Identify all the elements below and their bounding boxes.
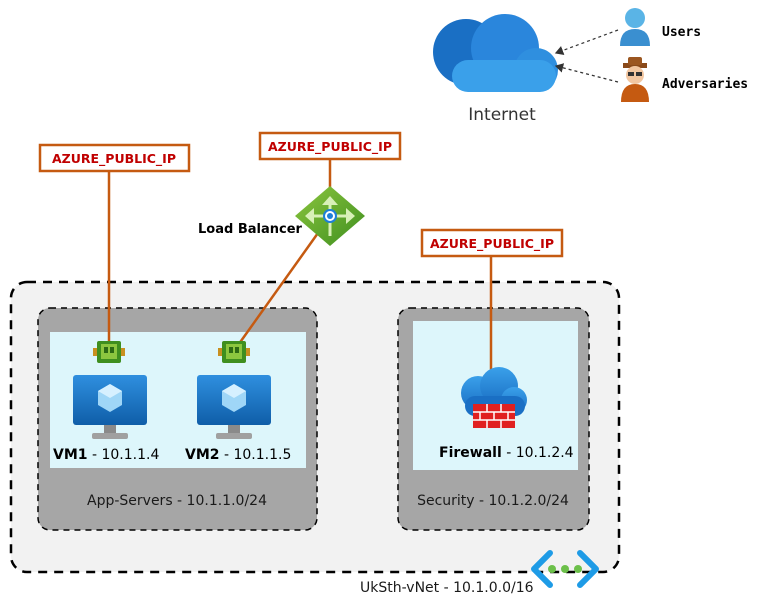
users-arrow bbox=[554, 29, 619, 55]
vm1-ip: - 10.1.1.4 bbox=[88, 447, 160, 463]
load-balancer-icon bbox=[295, 186, 365, 246]
lb-public-ip-text: AZURE_PUBLIC_IP bbox=[268, 139, 392, 155]
load-balancer-label: Load Balancer bbox=[198, 222, 303, 237]
vm1-public-ip-box bbox=[38, 143, 191, 173]
lb-to-vm2-link bbox=[234, 232, 320, 349]
adversaries-label: Adversaries bbox=[662, 77, 748, 92]
firewall-label: Firewall - 10.1.2.4 bbox=[439, 445, 574, 461]
internet-label: Internet bbox=[468, 105, 536, 125]
nic-icon bbox=[218, 341, 250, 363]
vm2-label: VM2 - 10.1.1.5 bbox=[185, 447, 291, 463]
lb-public-ip-box bbox=[258, 131, 402, 161]
firewall-public-ip-text: AZURE_PUBLIC_IP bbox=[430, 236, 554, 252]
firewall-name: Firewall bbox=[439, 445, 502, 461]
virtual-machine-icon bbox=[197, 375, 271, 439]
users-label: Users bbox=[662, 25, 701, 40]
adversary-icon bbox=[621, 57, 649, 102]
vnet-icon bbox=[531, 550, 599, 588]
vm2-name: VM2 bbox=[185, 447, 220, 463]
virtual-machine-icon bbox=[73, 375, 147, 439]
nic-icon bbox=[93, 341, 125, 363]
user-icon bbox=[620, 8, 650, 46]
vm1-name: VM1 bbox=[53, 447, 88, 463]
cloud-icon bbox=[433, 14, 558, 92]
vm1-public-ip-text: AZURE_PUBLIC_IP bbox=[52, 151, 176, 167]
subnet-app-label: App-Servers - 10.1.1.0/24 bbox=[87, 493, 267, 509]
firewall-icon bbox=[461, 367, 527, 428]
subnet-security-label: Security - 10.1.2.0/24 bbox=[417, 493, 569, 509]
firewall-public-ip-box bbox=[420, 228, 564, 258]
vm1-label: VM1 - 10.1.1.4 bbox=[53, 447, 159, 463]
adversaries-arrow bbox=[554, 63, 619, 83]
firewall-ip: - 10.1.2.4 bbox=[502, 445, 574, 461]
vnet-label: UkSth-vNet - 10.1.0.0/16 bbox=[360, 580, 534, 596]
vm2-ip: - 10.1.1.5 bbox=[220, 447, 292, 463]
